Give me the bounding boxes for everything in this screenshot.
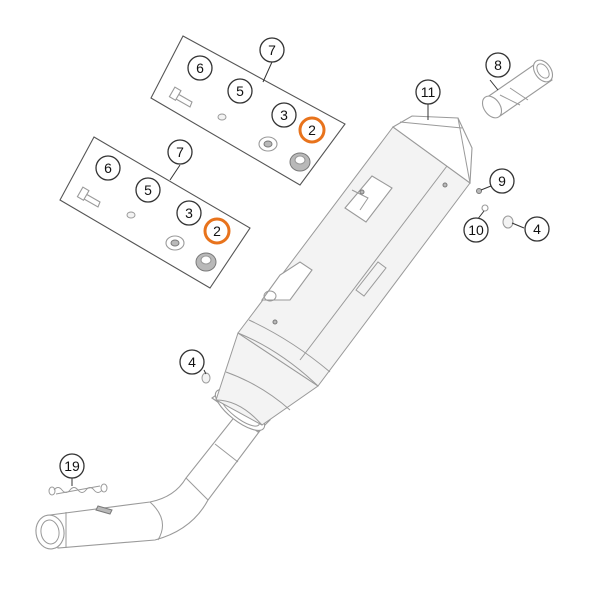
svg-text:4: 4 <box>188 354 196 370</box>
mounting-kit-bottom <box>59 136 251 289</box>
header-pipe[interactable] <box>34 409 263 551</box>
grommet-4-right-part[interactable] <box>502 215 514 229</box>
grommet-4-left-part[interactable] <box>201 372 211 384</box>
leader-lines <box>71 61 525 486</box>
svg-text:9: 9 <box>498 173 506 189</box>
callouts: 7 6 5 3 2 7 6 5 3 2 11 <box>59 37 550 479</box>
washer-10-part[interactable] <box>481 204 489 212</box>
svg-text:3: 3 <box>280 107 288 123</box>
callout-kit-bottom-6[interactable]: 6 <box>95 155 121 181</box>
kit-bottom-bolt[interactable] <box>76 186 101 208</box>
svg-text:7: 7 <box>176 144 184 160</box>
callout-kit-bottom-5[interactable]: 5 <box>135 177 161 203</box>
svg-text:5: 5 <box>144 182 152 198</box>
svg-text:4: 4 <box>533 221 541 237</box>
exhaust-assembly <box>34 115 473 551</box>
svg-text:5: 5 <box>236 83 244 99</box>
svg-text:6: 6 <box>196 60 204 76</box>
muffler-end-cap[interactable] <box>391 115 473 185</box>
callout-kit-top-2[interactable]: 2 <box>298 116 326 144</box>
spring-part[interactable] <box>48 483 113 515</box>
small-hardware-right <box>476 188 514 229</box>
svg-text:8: 8 <box>494 57 502 73</box>
callout-grommet-4-left[interactable]: 4 <box>179 349 205 375</box>
callout-kit-bottom-2[interactable]: 2 <box>203 217 231 245</box>
kit-top-bolt[interactable] <box>168 86 193 108</box>
callout-kit-top-7[interactable]: 7 <box>259 37 285 63</box>
callout-kit-bottom-3[interactable]: 3 <box>176 200 202 226</box>
svg-text:19: 19 <box>64 458 80 474</box>
callout-end-cap-8[interactable]: 8 <box>485 52 511 78</box>
kit-bottom-washer[interactable] <box>126 211 136 219</box>
screw-9-part[interactable] <box>476 188 482 194</box>
callout-screw-9[interactable]: 9 <box>489 168 515 194</box>
kit-top-bushing-3[interactable] <box>258 136 278 152</box>
kit-top-washer[interactable] <box>217 113 227 121</box>
svg-text:3: 3 <box>185 205 193 221</box>
callout-kit-top-3[interactable]: 3 <box>271 102 297 128</box>
svg-text:7: 7 <box>268 42 276 58</box>
callout-kit-bottom-7[interactable]: 7 <box>167 139 193 165</box>
callout-spring-19[interactable]: 19 <box>59 453 85 479</box>
svg-text:6: 6 <box>104 160 112 176</box>
svg-text:10: 10 <box>468 222 484 238</box>
svg-text:2: 2 <box>213 223 221 239</box>
callout-washer-10[interactable]: 10 <box>463 217 489 243</box>
callout-muffler-11[interactable]: 11 <box>415 79 441 105</box>
svg-text:2: 2 <box>308 122 316 138</box>
kit-bottom-bushing-3[interactable] <box>165 235 185 251</box>
tail-pipe-insert[interactable] <box>479 57 557 122</box>
muffler-body[interactable] <box>237 126 471 387</box>
kit-bottom-rubber-2[interactable] <box>195 252 217 272</box>
kit-top-rubber-2[interactable] <box>289 152 311 172</box>
callout-kit-top-5[interactable]: 5 <box>227 78 253 104</box>
svg-text:11: 11 <box>421 84 436 100</box>
callout-grommet-4-right[interactable]: 4 <box>524 216 550 242</box>
callout-kit-top-6[interactable]: 6 <box>187 55 213 81</box>
